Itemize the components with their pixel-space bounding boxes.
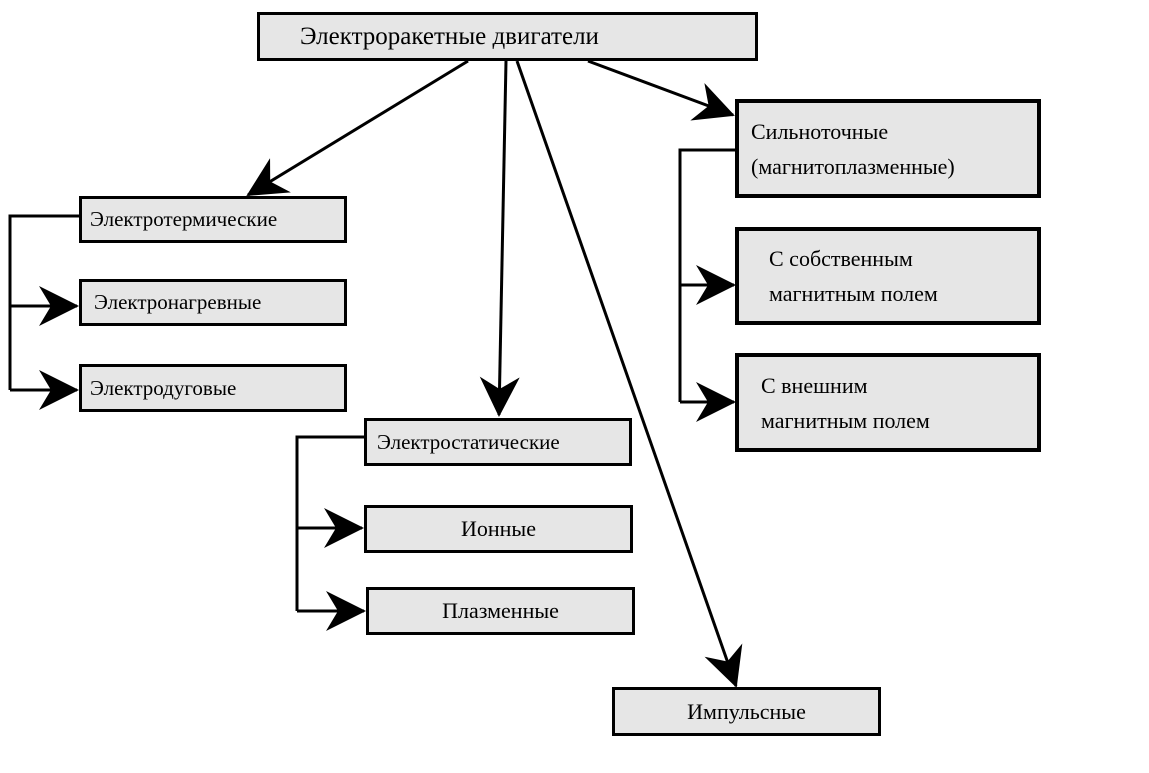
high-current-box: Сильноточные (магнитоплазменные) — [735, 99, 1041, 198]
bracket-electrostatic — [295, 435, 364, 611]
high-current-text: Сильноточные (магнитоплазменные) — [751, 114, 955, 184]
own-field-text: С собственным магнитным полем — [769, 241, 938, 311]
electrostatic-box: Электростатические — [364, 418, 632, 466]
own-field-label-line1: С собственным — [769, 246, 913, 271]
arrow-root-high-current — [587, 59, 735, 121]
electrothermal-box: Электротермические — [79, 196, 347, 243]
high-current-label-line1: Сильноточные — [751, 118, 889, 144]
electroheater-label: Электронагревные — [94, 290, 262, 314]
bracket-electrothermal — [8, 214, 79, 390]
own-field-label-line2: магнитным полем — [769, 281, 938, 306]
ion-label: Ионные — [461, 516, 536, 541]
pulse-box: Импульсные — [612, 687, 881, 736]
electroheater-box: Электронагревные — [79, 279, 347, 326]
electrostatic-label: Электростатические — [377, 429, 560, 454]
arrow-root-electrostatic — [479, 60, 520, 417]
electrothermal-label: Электротермические — [90, 207, 278, 231]
arrow-root-electrothermal — [246, 59, 469, 197]
external-field-label-line1: С внешним — [761, 372, 868, 398]
root-label: Электроракетные двигатели — [300, 22, 599, 50]
bracket-high-current — [678, 148, 735, 402]
external-field-box: С внешним магнитным полем — [735, 353, 1041, 452]
arrow-root-pulse — [515, 60, 743, 688]
external-field-label-line2: магнитным полем — [761, 407, 930, 433]
electroarc-box: Электродуговые — [79, 364, 347, 412]
high-current-label-line2: (магнитоплазменные) — [751, 153, 955, 179]
root-box: Электроракетные двигатели — [257, 12, 758, 61]
plasma-label: Плазменные — [442, 598, 559, 623]
electroarc-label: Электродуговые — [90, 375, 237, 400]
ion-box: Ионные — [364, 505, 633, 553]
external-field-text: С внешним магнитным полем — [761, 368, 930, 438]
plasma-box: Плазменные — [366, 587, 635, 635]
own-field-box: С собственным магнитным полем — [735, 227, 1041, 325]
pulse-label: Импульсные — [687, 698, 806, 724]
